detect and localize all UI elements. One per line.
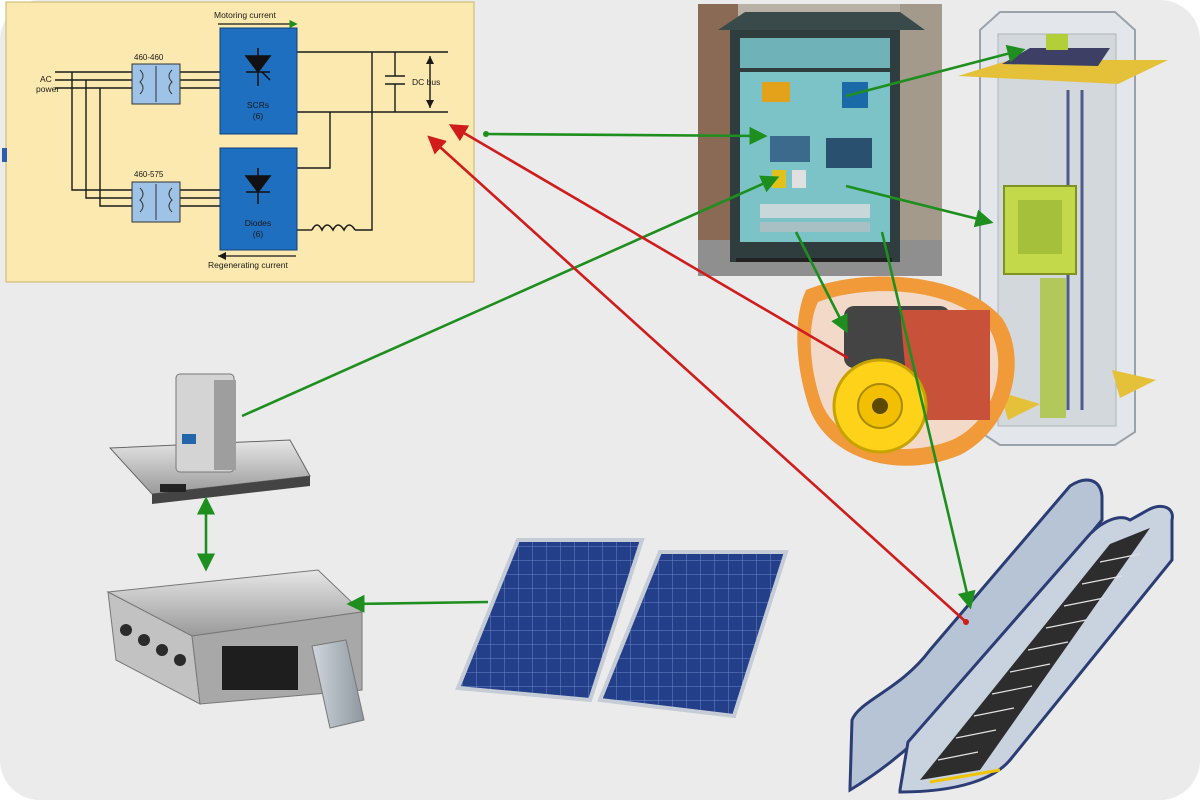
arrow-cabinet-to-shaft-top: [845, 44, 1026, 98]
scrs-label: SCRs: [247, 100, 269, 110]
diodes-count-label: (6): [253, 229, 264, 239]
arrow-cabinet-to-motor: [794, 231, 848, 334]
connection-arrows: [196, 44, 1026, 625]
arrow-escalator-to-circuit-red: [427, 135, 967, 623]
ac-power-label-2: power: [36, 84, 59, 94]
diode-block: [219, 147, 298, 251]
diodes-label: Diodes: [245, 218, 271, 228]
energy-storage-unit-icon: [106, 569, 365, 729]
transformer-top-label: 460-460: [134, 53, 164, 62]
traction-motor-icon: [797, 276, 1015, 466]
transformer-bottom-label: 460-575: [134, 170, 164, 179]
regenerating-current-label: Regenerating current: [208, 260, 288, 270]
ac-power-label: AC: [40, 74, 52, 84]
elevator-shaft-icon: [958, 11, 1168, 446]
arrow-cabinet-to-escalator: [880, 231, 976, 610]
arrow-inverter-to-cabinet: [241, 175, 780, 418]
inductor-icon: [311, 224, 356, 232]
motoring-current-label: Motoring current: [214, 10, 277, 20]
transformer-top-icon: [131, 63, 181, 105]
elevator-control-cabinet-photo: [698, 4, 942, 276]
arrow-motor-to-circuit-red: [448, 124, 849, 360]
power-inverter-icon: [108, 373, 311, 504]
solar-panel-icon: [455, 538, 789, 719]
arrow-circuit-to-cabinet: [485, 126, 768, 145]
arrow-cabinet-to-car: [845, 184, 994, 228]
scrs-count-label: (6): [253, 111, 264, 121]
arrow-solar-to-storage: [346, 594, 489, 613]
circuit-diagram: Motoring current Regenerating current AC…: [2, 1, 475, 283]
escalator-icon: [848, 478, 1174, 794]
scr-block: [219, 27, 298, 135]
transformer-bottom-icon: [131, 181, 181, 223]
dc-bus-label: DC bus: [412, 77, 440, 87]
